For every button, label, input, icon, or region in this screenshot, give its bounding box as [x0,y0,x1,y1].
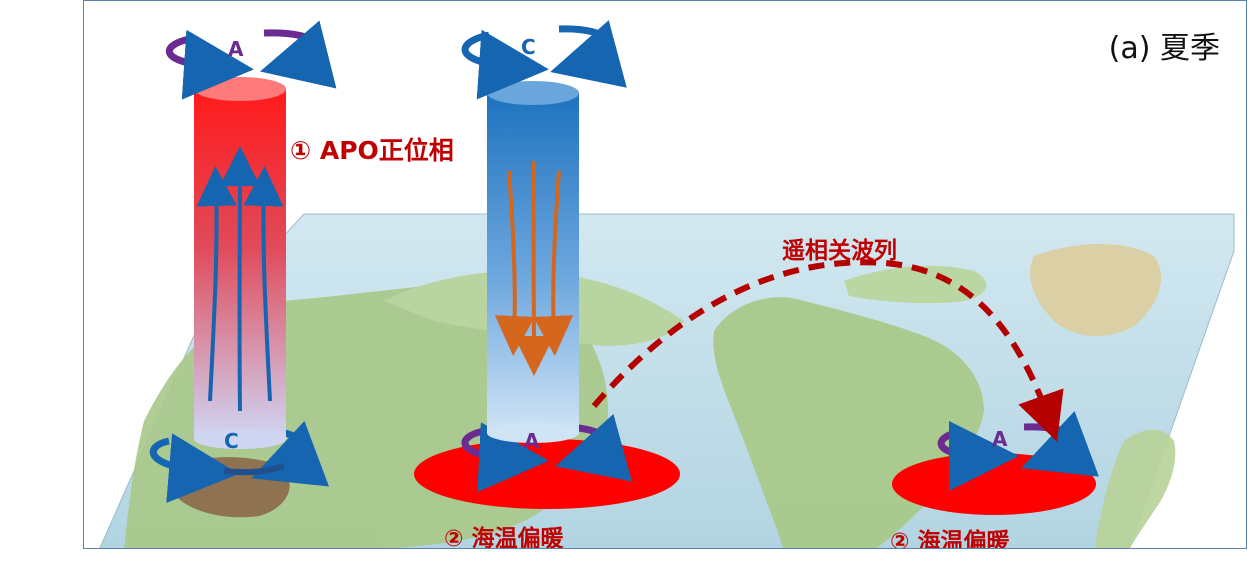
warm-sst-patch-mid [414,439,680,509]
land-greenland [1030,243,1162,337]
diagram-frame: A C C A A (a) 夏季 ① APO正位相 遥相关波列 ② 海温偏暖 ②… [83,0,1247,549]
vortex-letter-lower-left: C [224,429,239,453]
panel-label: (a) 夏季 [1108,31,1220,66]
sst-label-right: ② 海温偏暖 [890,529,1010,549]
vortex-letter-lower-right: A [992,427,1008,451]
schematic-scene [99,20,1235,548]
land-europe [1094,429,1176,548]
apo-phase-label: ① APO正位相 [290,136,454,165]
descending-arrows [494,160,574,376]
vortex-letter-lower-mid: A [524,429,540,453]
teleconnection-label: 遥相关波列 [782,238,897,264]
ascending-arrows [196,146,284,412]
upper-mid-cyclone-vortex [461,20,627,100]
teleconnection-wave-train-arrow [591,259,1064,442]
vortex-letter-upper-left: A [228,37,244,61]
upper-left-anticyclone-vortex [166,20,337,100]
land-arctic-islands [844,265,987,304]
vortex-letter-upper-mid: C [521,35,536,59]
sst-label-mid: ② 海温偏暖 [444,526,564,549]
warm-sst-patch-right [892,453,1096,515]
